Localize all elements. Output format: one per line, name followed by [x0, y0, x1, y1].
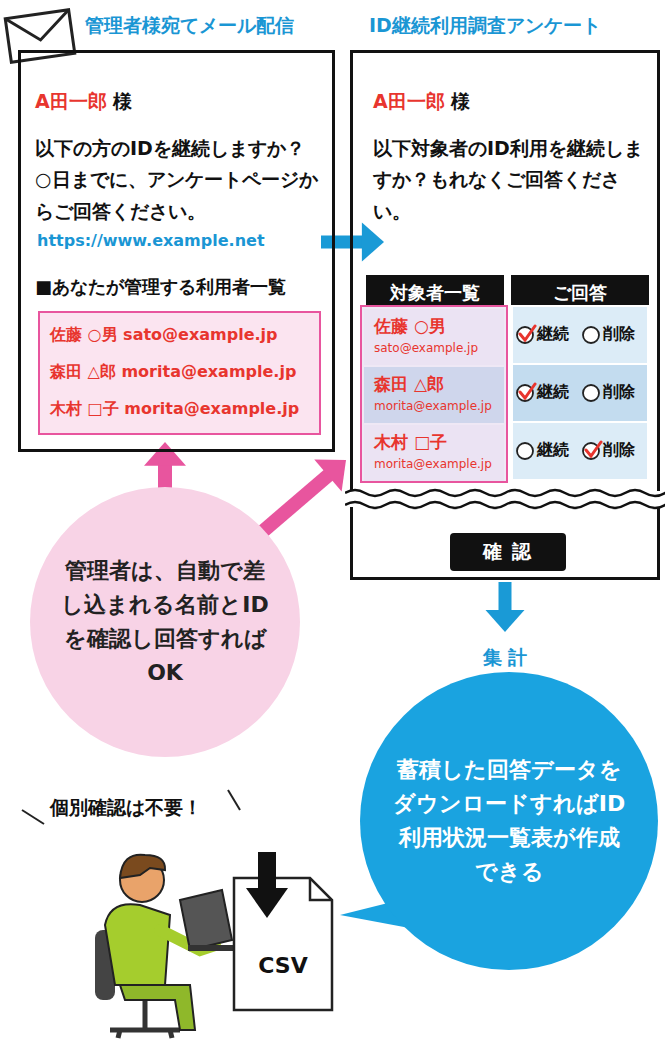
node-text: 継続	[537, 382, 569, 403]
node-text: 管理者は、自動で差し込まれる名前とIDを確認し回答すればOK	[59, 554, 271, 690]
node-text: ID継続利用調査アンケート	[369, 13, 601, 39]
node-text: 継続	[537, 440, 569, 461]
diagram-box: 佐藤 ○男 sato@example.jp 森田 △郎 morita@exampl…	[38, 311, 321, 435]
node-text: CSV	[258, 953, 307, 978]
node-text: 削除	[603, 440, 635, 461]
person-illustration	[95, 855, 238, 1038]
node-text: 佐藤 ○男	[374, 315, 446, 338]
node-text: https://www.example.net	[37, 231, 265, 250]
envelope-icon	[5, 10, 75, 62]
node-text: 佐藤 ○男 sato@example.jp	[50, 325, 278, 346]
radio-button	[515, 439, 537, 461]
emphasis-mark	[228, 790, 240, 810]
radio-button	[515, 381, 537, 403]
node-text: morita@example.jp	[374, 457, 492, 471]
node-text: A田一郎	[373, 89, 445, 115]
node-text: morita@example.jp	[374, 399, 492, 413]
node-text: 蓄積した回答データをダウンロードすればID 利用状況一覧表が作成できる	[391, 753, 627, 889]
node-text: 以下の方のIDを継続しますか？ ○日までに、アンケートページからご回答ください。	[35, 133, 327, 227]
node-text: 様	[113, 89, 132, 115]
flow-arrow	[260, 460, 346, 534]
flow-arrow	[486, 582, 525, 632]
diagram-box: 蓄積した回答データをダウンロードすればID 利用状況一覧表が作成できる	[360, 672, 658, 970]
radio-button	[515, 323, 537, 345]
diagram-box: 確 認	[450, 533, 566, 571]
csv-file-icon	[234, 852, 332, 1010]
radio-button	[581, 439, 603, 461]
node-text: 確 認	[483, 539, 534, 565]
node-text: 対象者一覧	[390, 281, 480, 305]
node-text: 森田 △郎 morita@example.jp	[50, 362, 296, 383]
node-text: 様	[451, 89, 470, 115]
diagram-box: CSV	[234, 930, 332, 1000]
node-text: A田一郎	[35, 89, 107, 115]
node-text: 削除	[603, 382, 635, 403]
node-text: 管理者様宛てメール配信	[85, 13, 294, 39]
node-text: 以下対象者のID利用を継続しますか？もれなくご回答ください。	[373, 133, 651, 227]
radio-button	[581, 323, 603, 345]
node-text: sato@example.jp	[374, 341, 478, 355]
node-text: 木村 □子	[374, 431, 447, 454]
diagram-box: 継続削除継続削除継続削除	[511, 305, 649, 483]
node-text: ご回答	[553, 281, 607, 305]
node-text: 削除	[603, 324, 635, 345]
diagram-box: ID継続利用調査アンケートA田一郎様以下対象者のID利用を継続しますか？もれなく…	[350, 50, 660, 580]
diagram-box: 管理者様宛てメール配信A田一郎様以下の方のIDを継続しますか？ ○日までに、アン…	[18, 50, 335, 452]
node-text: 木村 □子 morita@example.jp	[50, 399, 299, 420]
node-text: 森田 △郎	[374, 373, 444, 396]
node-text: ■あなたが管理する利用者一覧	[35, 275, 286, 299]
radio-button	[581, 381, 603, 403]
edge-label: 集 計	[479, 645, 532, 671]
node-text: 継続	[537, 324, 569, 345]
emphasis-mark	[22, 810, 44, 824]
diagram-box: 佐藤 ○男 sato@example.jp 森田 △郎 morita@example.…	[360, 305, 508, 483]
break-wave	[345, 485, 665, 515]
diagram-box: 管理者は、自動で差し込まれる名前とIDを確認し回答すればOK	[30, 487, 300, 757]
note-label: 個別確認は不要！	[50, 795, 202, 821]
